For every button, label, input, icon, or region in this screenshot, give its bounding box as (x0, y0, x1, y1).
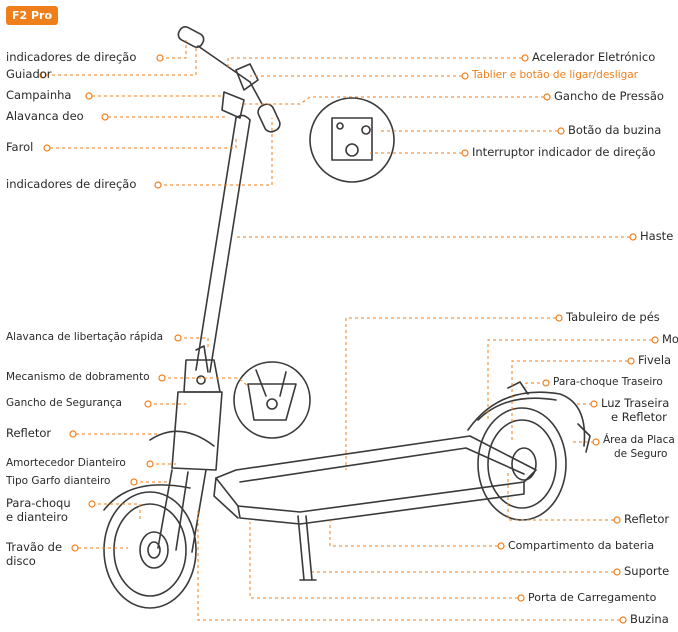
label-para-choque-dianteiro-2: e dianteiro (6, 511, 68, 524)
label-gancho-pressao: Gancho de Pressão (554, 90, 664, 103)
folding-mechanism (184, 346, 220, 392)
label-travao-1: Travão de (6, 541, 62, 554)
label-fivela: Fivela (638, 354, 671, 367)
label-gancho-seguranca: Gancho de Segurança (6, 397, 122, 410)
label-haste: Haste (640, 230, 673, 243)
label-mecanismo-dobramento: Mecanismo de dobramento (6, 371, 150, 384)
front-fork (150, 392, 222, 552)
label-botao-buzina: Botão da buzina (568, 124, 661, 137)
label-campainha: Campainha (6, 89, 71, 102)
front-wheel (104, 485, 196, 608)
stem (196, 115, 250, 372)
label-suporte: Suporte (624, 565, 669, 578)
label-porta-carregamento: Porta de Carregamento (528, 591, 656, 604)
label-area-placa-1: Área da Placa (603, 434, 675, 447)
label-guiador: Guiador (6, 68, 52, 81)
label-refletor-frente: Refletor (6, 427, 51, 440)
kickstand (298, 516, 316, 580)
label-interruptor: Interruptor indicador de direção (472, 146, 656, 159)
label-alavanca-deo: Alavanca deo (6, 110, 84, 123)
deck (214, 436, 536, 524)
label-amortecedor: Amortecedor Dianteiro (6, 457, 126, 470)
label-luz-traseira-1: Luz Traseira (601, 397, 669, 410)
label-buzina: Buzina (630, 613, 669, 626)
zoom-detail-fold (234, 362, 310, 438)
label-para-choque-traseiro: Para-choque Traseiro (553, 376, 663, 389)
label-tablier: Tablier e botão de ligar/desligar (472, 69, 638, 82)
label-area-placa-2: de Seguro (614, 448, 667, 461)
label-tipo-garfo: Tipo Garfo dianteiro (6, 475, 110, 488)
label-tabuleiro: Tabuleiro de pés (566, 311, 660, 324)
label-acelerador: Acelerador Eletrónico (532, 51, 655, 64)
label-compartimento: Compartimento da bateria (508, 539, 654, 552)
label-indicadores-direcao-mid: indicadores de direção (6, 178, 136, 191)
label-indicadores-direcao-top: indicadores de direção (6, 51, 136, 64)
label-para-choque-dianteiro-1: Para-choqu (6, 497, 71, 510)
label-refletor-tras: Refletor (624, 513, 669, 526)
label-travao-2: disco (6, 555, 36, 568)
handlebar (176, 25, 282, 134)
label-farol: Farol (6, 141, 33, 154)
label-motor: Motor (662, 333, 678, 346)
label-luz-traseira-2: e Refletor (611, 411, 667, 424)
label-alavanca-libertacao: Alavanca de libertação rápida (6, 331, 163, 344)
zoom-detail-handlebar (310, 98, 394, 182)
